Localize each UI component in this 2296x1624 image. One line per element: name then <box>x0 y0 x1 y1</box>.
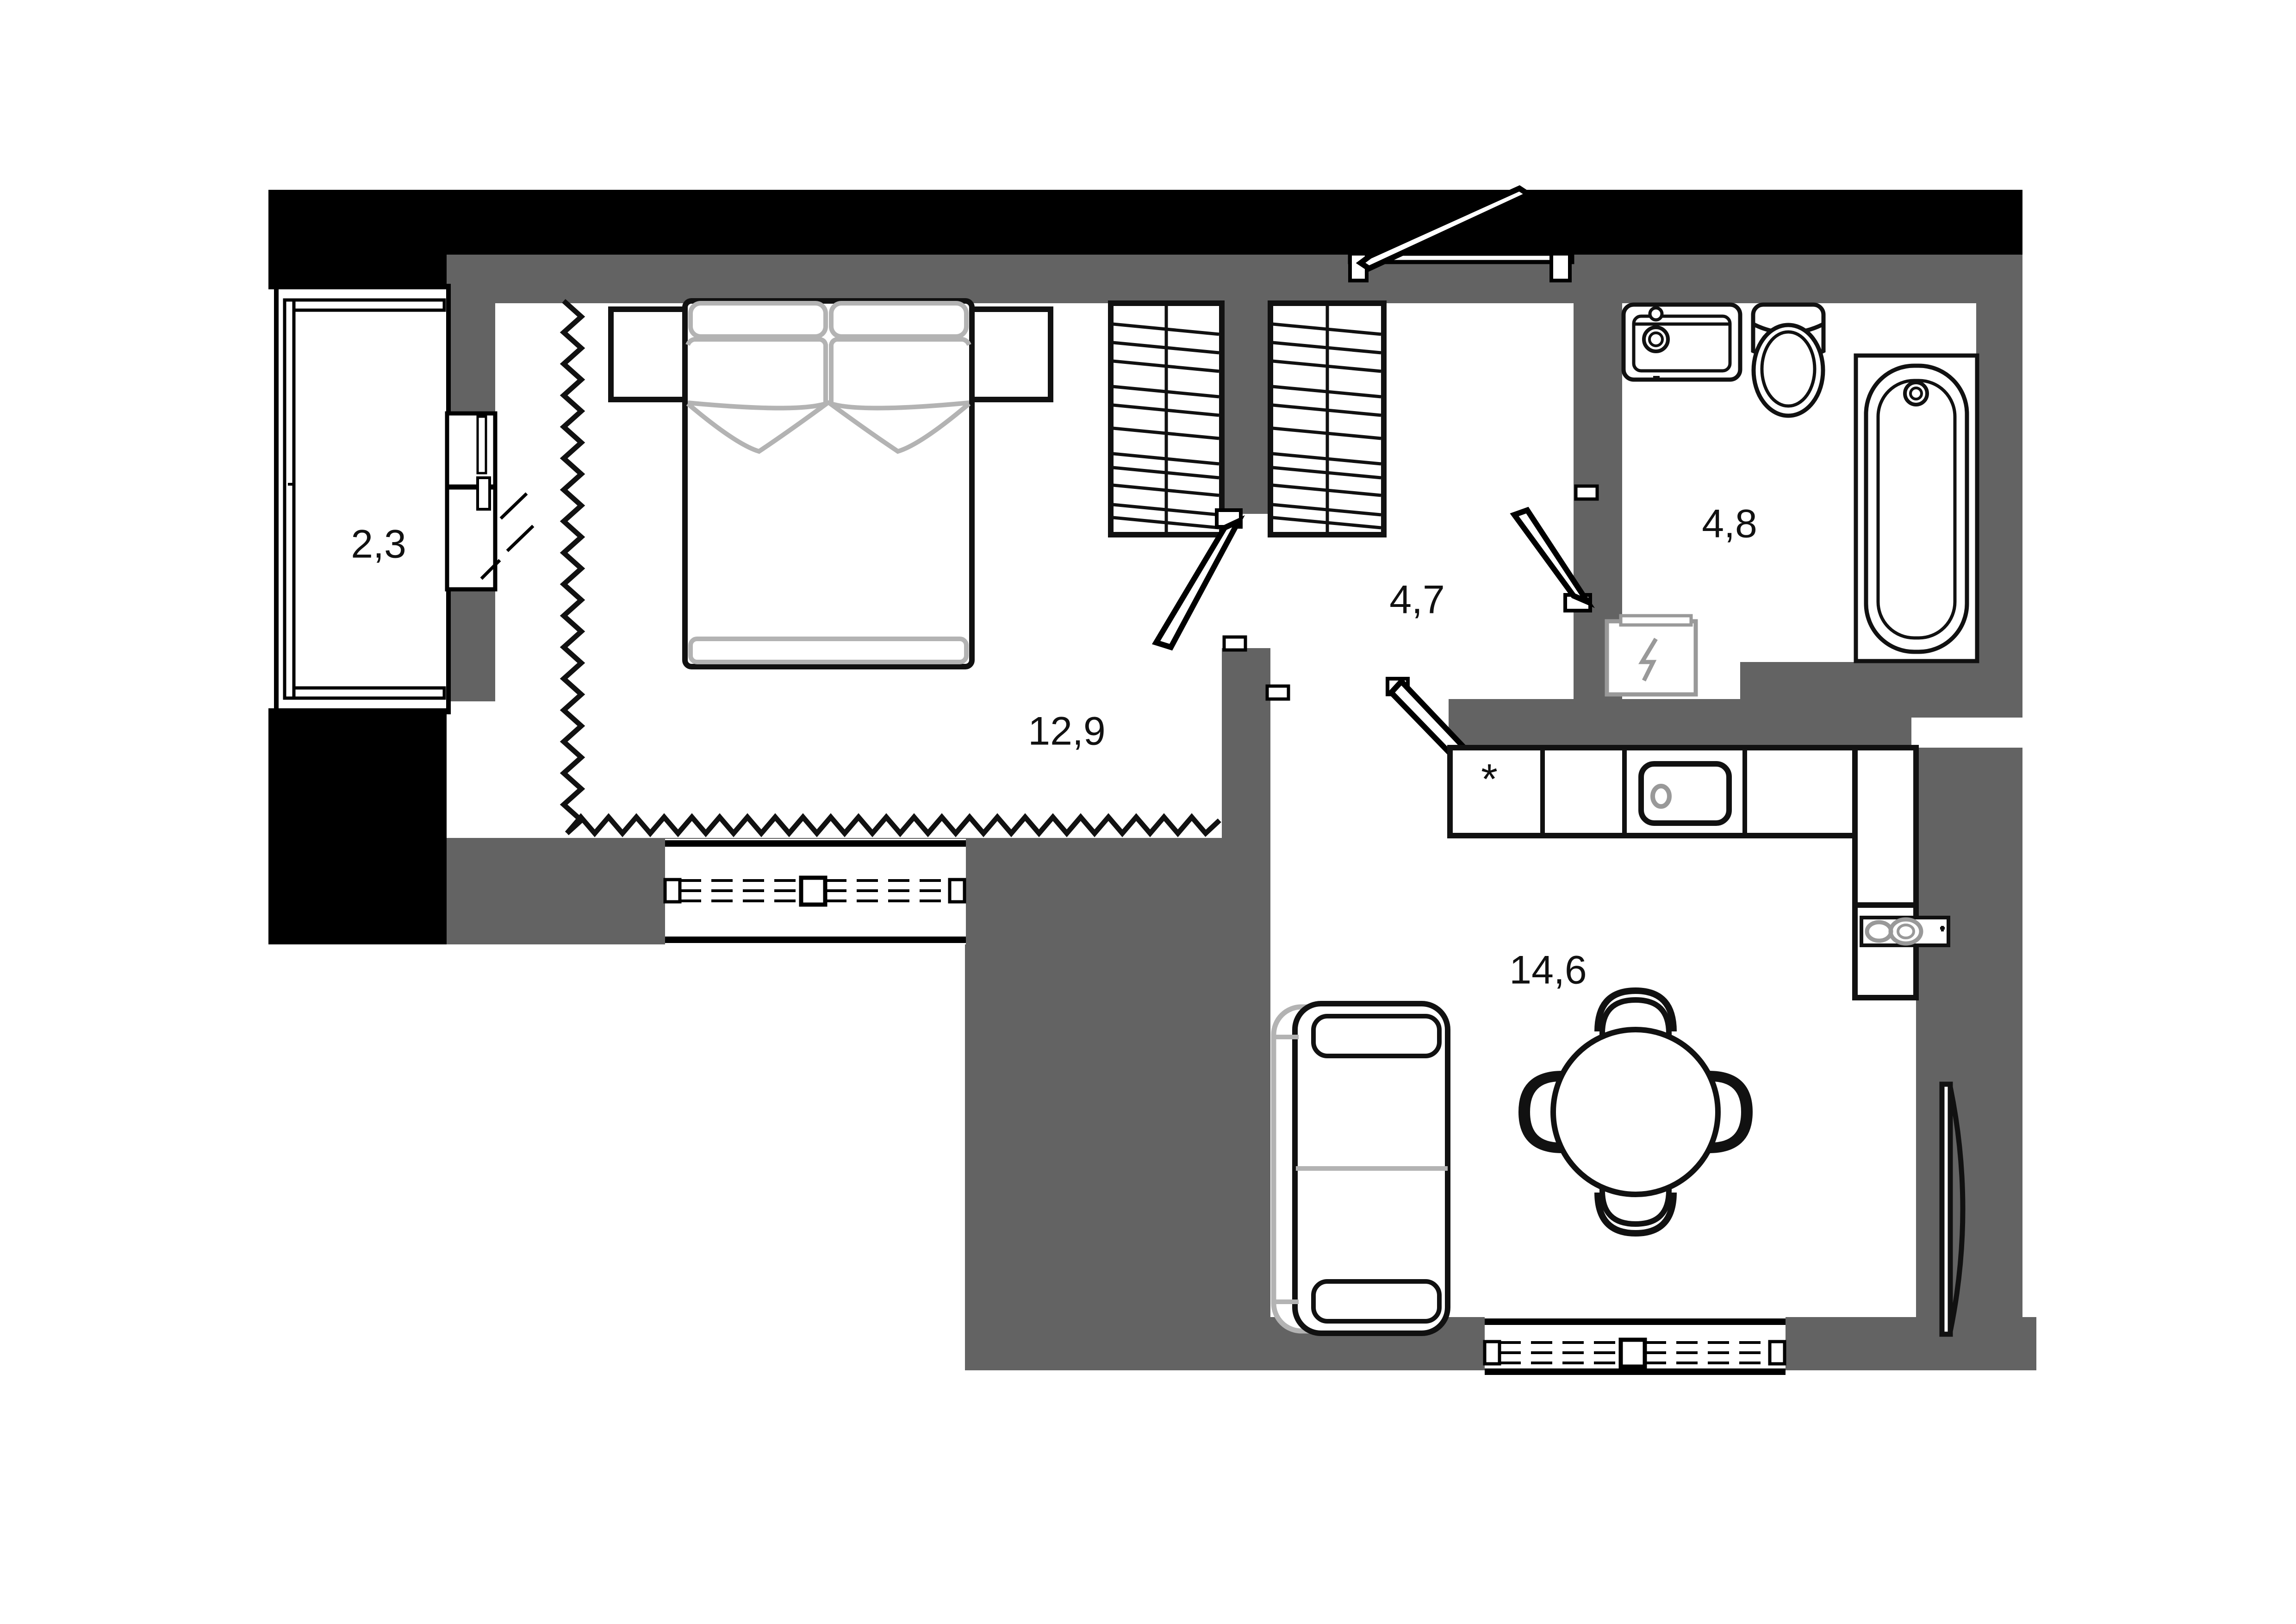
bedroom-door[interactable] <box>1151 508 1245 651</box>
washbasin <box>1621 302 1742 382</box>
kitchen-appliance-marker: * <box>1481 756 1498 803</box>
toilet <box>1751 302 1826 418</box>
bedroom: 12,9 <box>560 298 1387 837</box>
wall-mass <box>447 255 2036 1370</box>
kitchen-counter: * <box>1447 745 1858 838</box>
wardrobe-left <box>1108 300 1225 537</box>
balcony-glazing-top <box>283 298 446 312</box>
balcony-area-label: 2,3 <box>351 522 406 567</box>
curtain-bottom <box>565 813 1221 837</box>
lightning-icon <box>1638 637 1658 682</box>
entrance-door[interactable] <box>1348 185 1574 282</box>
curtain-left <box>560 299 585 836</box>
kitchen-counter-return <box>1852 745 1950 1000</box>
balcony: 2,3 <box>274 284 451 714</box>
bedroom-window[interactable] <box>663 839 966 944</box>
dining-table <box>1550 1027 1721 1197</box>
cooktop <box>1860 916 1950 947</box>
washing-machine <box>1605 614 1698 697</box>
bathroom-door[interactable] <box>1510 506 1595 612</box>
bathroom: 4,8 <box>1621 302 1979 663</box>
sofa <box>1271 1001 1450 1336</box>
livingroom-window[interactable] <box>1483 1317 1786 1423</box>
structural-black-blocks <box>268 190 2022 944</box>
balcony-door[interactable] <box>445 411 535 592</box>
bathroom-area-label: 4,8 <box>1702 502 1757 546</box>
radiator-living <box>1939 1081 1966 1337</box>
dining-set <box>1518 987 1753 1237</box>
hall-area-label: 4,7 <box>1389 578 1445 622</box>
door-jamb-nibs <box>1222 484 1599 701</box>
wardrobe-right <box>1268 300 1387 537</box>
balcony-floor <box>280 289 447 708</box>
bedroom-area-label: 12,9 <box>1028 709 1105 754</box>
livingroom-area-label: 14,6 <box>1509 948 1587 993</box>
balcony-glazing-bottom <box>283 686 446 700</box>
bathtub <box>1854 353 1979 663</box>
livingroom: 14,6 <box>1509 948 1587 993</box>
balcony-glazing-left <box>283 298 296 700</box>
kitchen-sink <box>1638 761 1732 826</box>
nightstand-right <box>960 306 1053 402</box>
double-bed <box>682 298 975 669</box>
hall: 4,7 <box>1389 578 1445 622</box>
